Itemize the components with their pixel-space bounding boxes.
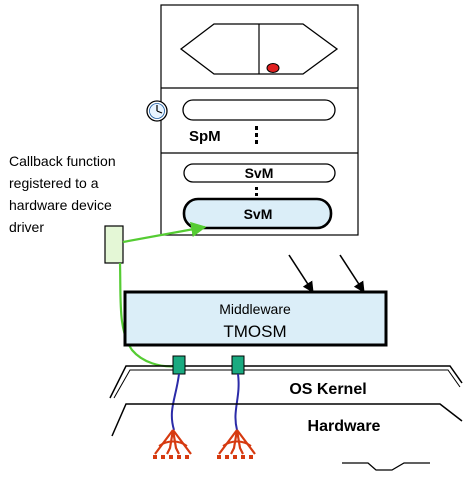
- svm-bottom-pill: [182, 197, 333, 230]
- middleware-box: [123, 290, 388, 347]
- svm-top-label: SvM: [245, 165, 274, 181]
- module-stack: SpM SvM SvM: [146, 4, 359, 236]
- arrow-icon: [288, 254, 314, 293]
- clock-icon: [146, 100, 168, 122]
- callback-note-line-3: hardware device: [9, 197, 112, 213]
- middleware-caption: Middleware: [219, 301, 291, 317]
- device-icon: [217, 429, 256, 459]
- arrow-icon: [339, 254, 365, 293]
- vertical-ellipsis-icon: [255, 126, 258, 144]
- callback-note: Callback function registered to a hardwa…: [9, 153, 116, 235]
- device-wire-right: [234, 373, 240, 431]
- kernel-port-right: [231, 355, 245, 375]
- callback-note-line-4: driver: [9, 219, 44, 235]
- kernel-label: OS Kernel: [289, 381, 366, 398]
- callback-note-line-2: registered to a: [9, 175, 99, 191]
- svm-top-pill: [183, 163, 336, 183]
- spm-label: SpM: [189, 128, 221, 145]
- callback-function-box: [104, 225, 124, 264]
- vertical-ellipsis-icon: [255, 187, 258, 196]
- callback-note-line-1: Callback function: [9, 153, 116, 169]
- callback-to-svm-arrow: [122, 221, 207, 244]
- kernel-port-left: [172, 355, 186, 375]
- svm-bottom-label: SvM: [244, 206, 273, 222]
- hexagon-icon: [179, 23, 339, 75]
- kernel-layer: [109, 365, 463, 399]
- hardware-label: Hardware: [308, 418, 381, 435]
- hardware-layer: [111, 403, 463, 471]
- middleware-name: TMOSM: [223, 322, 286, 341]
- red-dot-icon: [266, 63, 280, 73]
- device-icon: [153, 429, 192, 459]
- spm-pill: [182, 99, 336, 121]
- device-wire-left: [170, 373, 180, 431]
